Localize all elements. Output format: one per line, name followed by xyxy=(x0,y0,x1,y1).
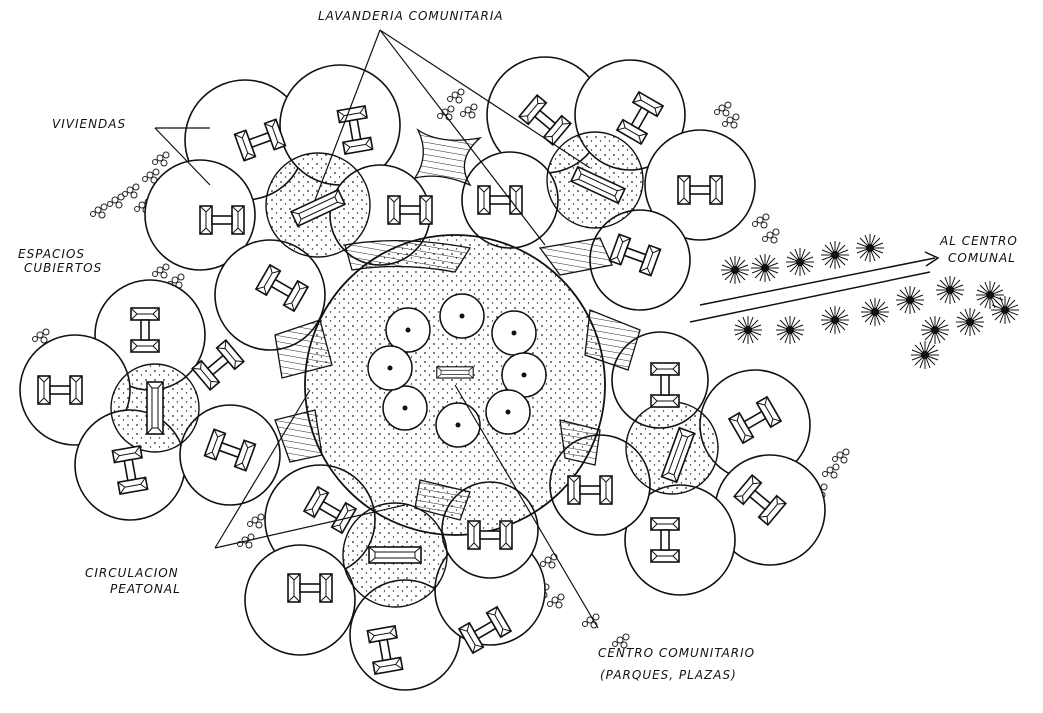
label-centro-comunitario: CENTRO COMUNITARIO xyxy=(598,646,755,660)
label-comunal: COMUNAL xyxy=(948,251,1016,265)
label-parques-plazas: (PARQUES, PLAZAS) xyxy=(600,668,737,682)
label-al-centro: AL CENTRO xyxy=(939,234,1018,248)
leader-lines xyxy=(154,29,599,629)
label-circulacion: CIRCULACION xyxy=(85,566,179,580)
tree-alley xyxy=(689,233,1020,370)
labels: LAVANDERIA COMUNITARIA VIVIENDAS ESPACIO… xyxy=(18,9,1018,682)
label-viviendas: VIVIENDAS xyxy=(52,117,126,131)
label-cubiertos: CUBIERTOS xyxy=(24,261,102,275)
label-espacios: ESPACIOS xyxy=(18,247,85,261)
label-lavanderia: LAVANDERIA COMUNITARIA xyxy=(318,9,504,23)
label-peatonal: PEATONAL xyxy=(110,582,181,596)
